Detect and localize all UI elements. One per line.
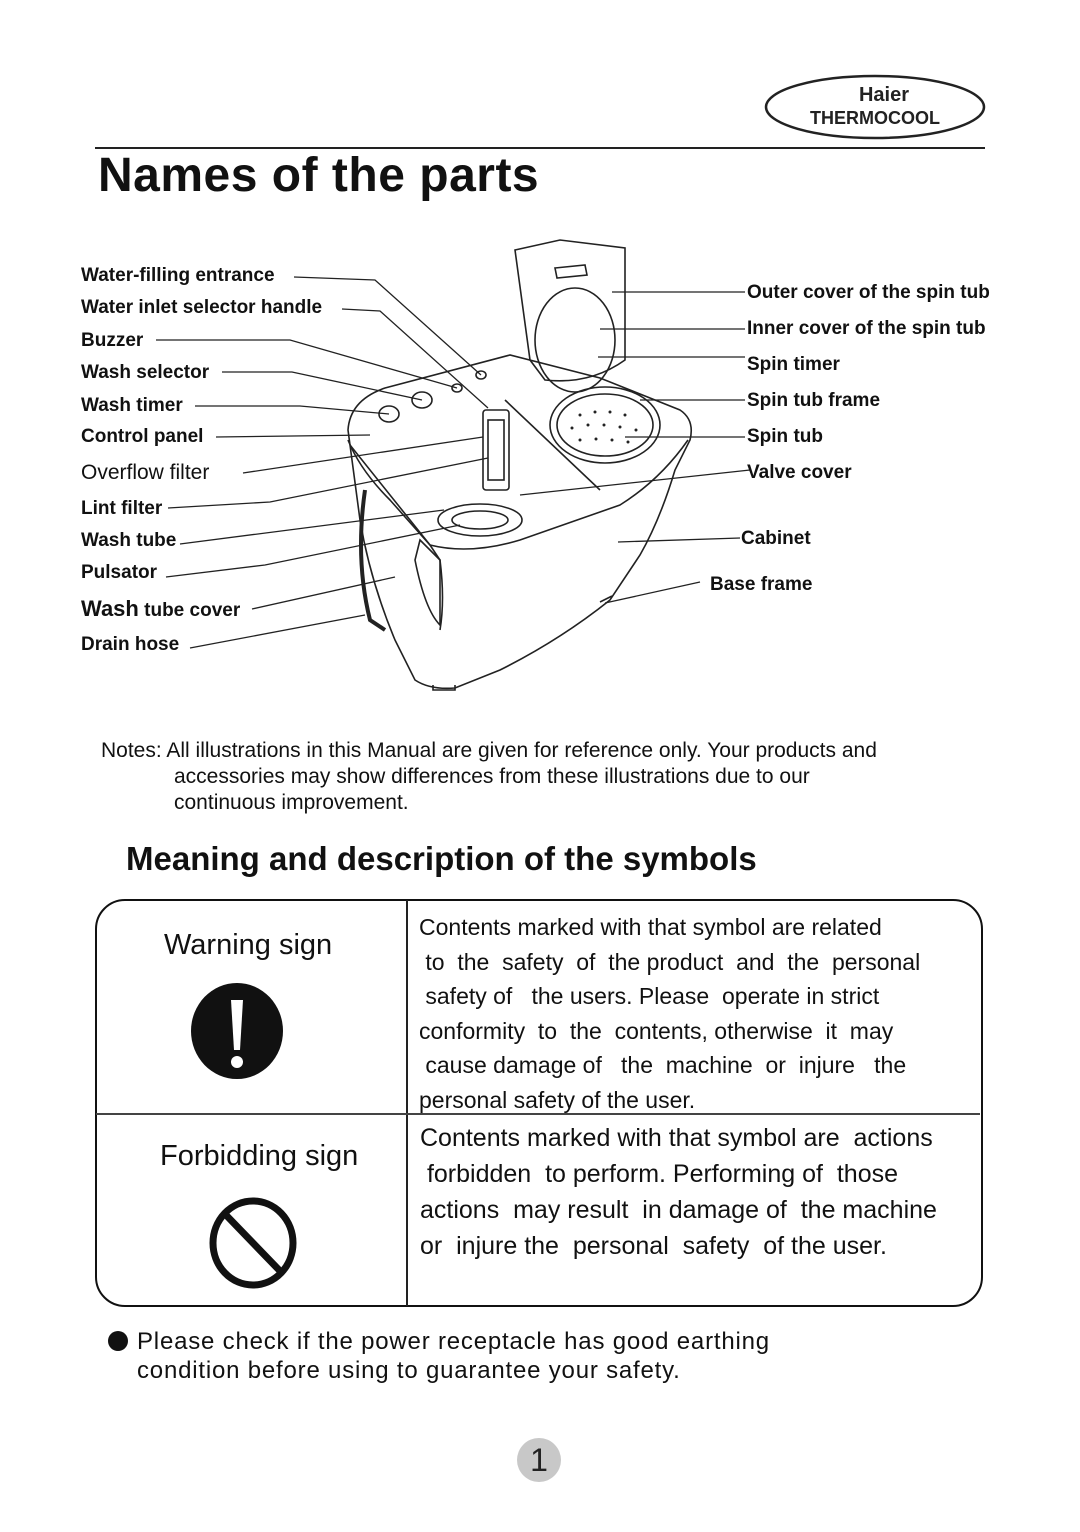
label-water-filling-entrance: Water-filling entrance bbox=[81, 265, 275, 286]
forbidding-desc-line-4: or injure the personal safety of the use… bbox=[420, 1232, 887, 1260]
page-title: Names of the parts bbox=[98, 149, 540, 202]
label-wash-tube: Wash tube bbox=[81, 530, 177, 551]
label-pulsator: Pulsator bbox=[81, 562, 158, 583]
label-wash-word: Wash bbox=[81, 596, 139, 621]
forbidding-desc-line-2: forbidden to perform. Performing of thos… bbox=[420, 1160, 899, 1188]
label-wash-timer: Wash timer bbox=[81, 395, 183, 416]
earthing-note-line-1: Please check if the power receptacle has… bbox=[137, 1328, 770, 1355]
label-tube-cover-word: tube cover bbox=[144, 600, 241, 621]
notes-line-3: continuous improvement. bbox=[174, 791, 409, 814]
symbols-table-divider bbox=[406, 900, 408, 1306]
label-outer-cover-spin-tub: Outer cover of the spin tub bbox=[747, 282, 990, 303]
haier-thermocool-logo: Haier THERMOCOOL bbox=[764, 74, 986, 140]
notes-line-2: accessories may show differences from th… bbox=[174, 765, 810, 788]
label-spin-timer: Spin timer bbox=[747, 354, 840, 375]
symbols-table bbox=[95, 899, 983, 1307]
label-drain-hose: Drain hose bbox=[81, 634, 180, 655]
exclamation-circle-icon bbox=[191, 983, 283, 1079]
notes-line-1: Notes: All illustrations in this Manual … bbox=[101, 739, 877, 762]
warning-sign-description: Contents marked with that symbol are rel… bbox=[419, 910, 920, 1117]
label-water-inlet-selector-handle: Water inlet selector handle bbox=[81, 297, 323, 318]
forbidding-sign-name: Forbidding sign bbox=[160, 1140, 359, 1172]
warning-sign-name: Warning sign bbox=[164, 929, 333, 961]
symbols-heading: Meaning and description of the symbols bbox=[126, 840, 757, 877]
warning-desc-line-5: cause damage of the machine or injure th… bbox=[419, 1052, 907, 1078]
notes-paragraph: Notes: All illustrations in this Manual … bbox=[101, 738, 1001, 816]
warning-desc-line-3: safety of the users. Please operate in s… bbox=[419, 983, 880, 1009]
header-rule bbox=[95, 147, 985, 149]
warning-desc-line-1: Contents marked with that symbol are rel… bbox=[419, 914, 882, 940]
leader-lines bbox=[156, 276, 751, 649]
label-overflow-filter: Overflow filter bbox=[81, 461, 210, 484]
earthing-note: Please check if the power receptacle has… bbox=[137, 1327, 770, 1385]
label-buzzer: Buzzer bbox=[81, 330, 144, 351]
warning-desc-line-4: conformity to the contents, otherwise it… bbox=[419, 1017, 894, 1044]
warning-desc-line-2: to the safety of the product and the per… bbox=[419, 948, 921, 975]
machine-illustration bbox=[347, 239, 693, 691]
label-spin-tub: Spin tub bbox=[747, 426, 823, 447]
spin-tub-holes bbox=[570, 410, 638, 444]
label-base-frame: Base frame bbox=[710, 574, 813, 595]
washing-machine-diagram bbox=[156, 239, 751, 691]
label-cabinet: Cabinet bbox=[741, 528, 811, 549]
forbidding-sign-description: Contents marked with that symbol are act… bbox=[420, 1120, 937, 1264]
logo-sub-text: THERMOCOOL bbox=[810, 108, 940, 128]
label-wash-tube-cover: Wash tube cover bbox=[81, 598, 240, 622]
label-control-panel: Control panel bbox=[81, 426, 204, 447]
label-lint-filter: Lint filter bbox=[81, 498, 163, 519]
logo-brand-text: Haier bbox=[859, 84, 909, 106]
symbols-table-row-divider bbox=[96, 1113, 980, 1115]
prohibited-icon bbox=[209, 1197, 297, 1289]
label-valve-cover: Valve cover bbox=[747, 462, 852, 483]
forbidding-desc-line-3: actions may result in damage of the mach… bbox=[420, 1196, 937, 1224]
label-wash-selector: Wash selector bbox=[81, 362, 210, 383]
label-spin-tub-frame: Spin tub frame bbox=[747, 390, 881, 411]
warning-desc-line-6: personal safety of the user. bbox=[419, 1086, 696, 1113]
bullet-icon bbox=[108, 1331, 128, 1351]
page-number: 1 bbox=[517, 1438, 561, 1482]
earthing-note-line-2: condition before using to guarantee your… bbox=[137, 1357, 681, 1384]
forbidding-desc-line-1: Contents marked with that symbol are act… bbox=[420, 1124, 933, 1152]
label-inner-cover-spin-tub: Inner cover of the spin tub bbox=[747, 318, 986, 339]
